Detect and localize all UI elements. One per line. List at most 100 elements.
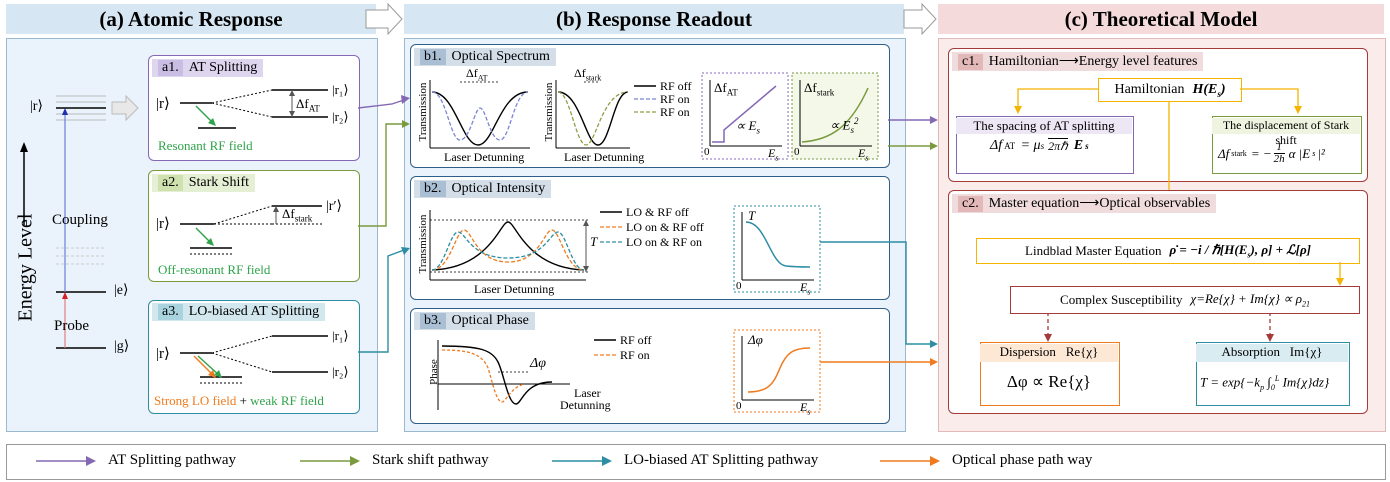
at-spacing-denominator: 2πℏ [1048,138,1068,153]
b3-xlabel-2: Detunning [560,398,611,412]
legend-stark-shift: Stark shift pathway [372,452,489,468]
b1-plot1-zero: 0 [704,146,710,158]
legend-at-splitting: AT Splitting pathway [108,452,237,468]
tag-a2-title: Stark Shift [188,175,249,190]
tag-c2-title: Master equation⟶Optical observables [988,196,1211,211]
b2-plot-zero: 0 [736,280,742,292]
tag-b2-title: Optical Intensity [451,181,546,196]
tag-c2: c2. Master equation⟶Optical observables [952,194,1217,213]
b3-legend-rf-off: RF off [620,333,652,347]
at-spacing-title: The spacing of AT splitting [956,118,1132,134]
b1-plot2-zero: 0 [794,146,800,158]
tag-b2-number: b2. [420,181,446,197]
a1-df-label: ΔfAT [296,96,320,114]
b3-xlabel-1: Laser [574,386,601,400]
a2-df-label: Δfstark [282,206,313,224]
hamiltonian-box: Hamiltonian H(Es) [1098,78,1242,102]
tag-a1: a1. AT Splitting [152,59,264,77]
tag-a3: a3. LO-biased AT Splitting [152,303,326,321]
legend-optical-phase: Optical phase path way [952,452,1093,468]
tag-a2: a2. Stark Shift [152,174,255,192]
tag-b3-title: Optical Phase [451,313,529,328]
b2-legend-lo-on-rf-on: LO on & RF on [626,235,703,249]
tag-c1-number: c1. [958,53,983,70]
a2-r-label: |r⟩ [156,216,170,232]
a3-r-label: |r⟩ [156,346,170,362]
b1-legend-rf-on-2: RF on [660,105,690,119]
tag-a3-title: LO-biased AT Splitting [188,304,320,319]
a1-field-label: Resonant RF field [158,138,253,153]
b2-legend-lo-on-rf-off: LO on & RF off [626,220,704,234]
stark-displacement-title: The displacement of Stark shift [1212,118,1360,147]
tag-b2: b2. Optical Intensity [414,180,552,198]
a1-r-label: |r⟩ [156,96,170,112]
b3-plot-ylabel: Δφ [748,332,763,347]
a2-field-label: Off-resonant RF field [158,262,271,277]
lindblad-box: Lindblad Master Equation ρ̇ = −i / ℏ[H(E… [976,238,1360,264]
legend-lo-biased: LO-biased AT Splitting pathway [624,452,819,468]
tag-c1: c1. Hamiltonian⟶Energy level features [952,52,1204,71]
b1-plot1-relation: ∝ Es [736,118,760,136]
coupling-label: Coupling [52,212,108,228]
pathway-legend [6,444,1386,480]
b1-plot2-relation: ∝ Es2 [830,116,859,135]
tag-b1-title: Optical Spectrum [451,49,550,64]
tag-c1-title: Hamiltonian⟶Energy level features [988,54,1198,69]
b3-legend-rf-on: RF on [620,348,650,362]
b3-dphi-label: Δφ [530,356,546,371]
absorption-formula: T = exp{−kp ∫0L Im{χ}dz} [1200,374,1330,392]
tag-b1-number: b1. [420,49,446,65]
tag-a1-title: AT Splitting [188,60,258,75]
b1-plot2-xlabel: Es [858,146,869,163]
tag-b1: b1. Optical Spectrum [414,48,556,66]
a1-r1-label: |r₁⟩ [332,82,349,97]
dispersion-formula: Δφ ∝ Re{χ} [1006,372,1092,391]
absorption-title: Absorption Im{χ} [1196,344,1348,362]
b2-plot-ylabel: T [748,208,756,223]
b1-df-at-label: ΔfAT [466,66,488,83]
energy-level-diagram [20,94,139,349]
b3-plot-xlabel: Es [800,400,811,417]
susceptibility-box: Complex Susceptibility χ=Re{χ} + Im{χ} ∝… [1010,286,1360,314]
header-response-readout: (b) Response Readout [404,4,904,34]
level-g-label: |g⟩ [114,339,130,354]
b1-df-stark-label: Δfstark [574,66,602,83]
probe-label: Probe [54,318,89,334]
b1-xlabel-1: Laser Detunning [444,150,525,164]
a3-field-label: Strong LO field + weak RF field [154,393,324,408]
a2-rprime-label: |r′⟩ [326,199,342,214]
tag-b3: b3. Optical Phase [414,312,535,330]
header-theoretical-model: (c) Theoretical Model [938,4,1384,34]
b1-legend-rf-off: RF off [660,79,692,93]
b2-T-label: T [590,234,598,249]
a3-r1-label: |r₁⟩ [332,328,349,343]
b3-plot-zero: 0 [736,400,742,412]
a1-r2-label: |r₂⟩ [332,109,349,124]
tag-c2-number: c2. [958,195,983,212]
tag-b3-number: b3. [420,313,446,329]
b1-plot2-ylabel: Δfstark [804,80,835,98]
b1-legend-rf-on-1: RF on [660,92,690,106]
tag-a2-number: a2. [158,175,183,191]
header-atomic-response: (a) Atomic Response [6,4,376,34]
hamiltonian-expr: H(Es) [1192,81,1226,99]
dispersion-title: Dispersion Re{χ} [980,344,1118,362]
b1-plot1-ylabel: ΔfAT [714,80,738,98]
level-r-label: |r⟩ [30,99,43,114]
b1-plot1-xlabel: Es [768,146,779,163]
a3-r2-label: |r₂⟩ [332,364,349,379]
hamiltonian-label: Hamiltonian [1114,82,1185,97]
b2-xlabel: Laser Detunning [474,282,555,296]
tag-a1-number: a1. [158,60,183,76]
